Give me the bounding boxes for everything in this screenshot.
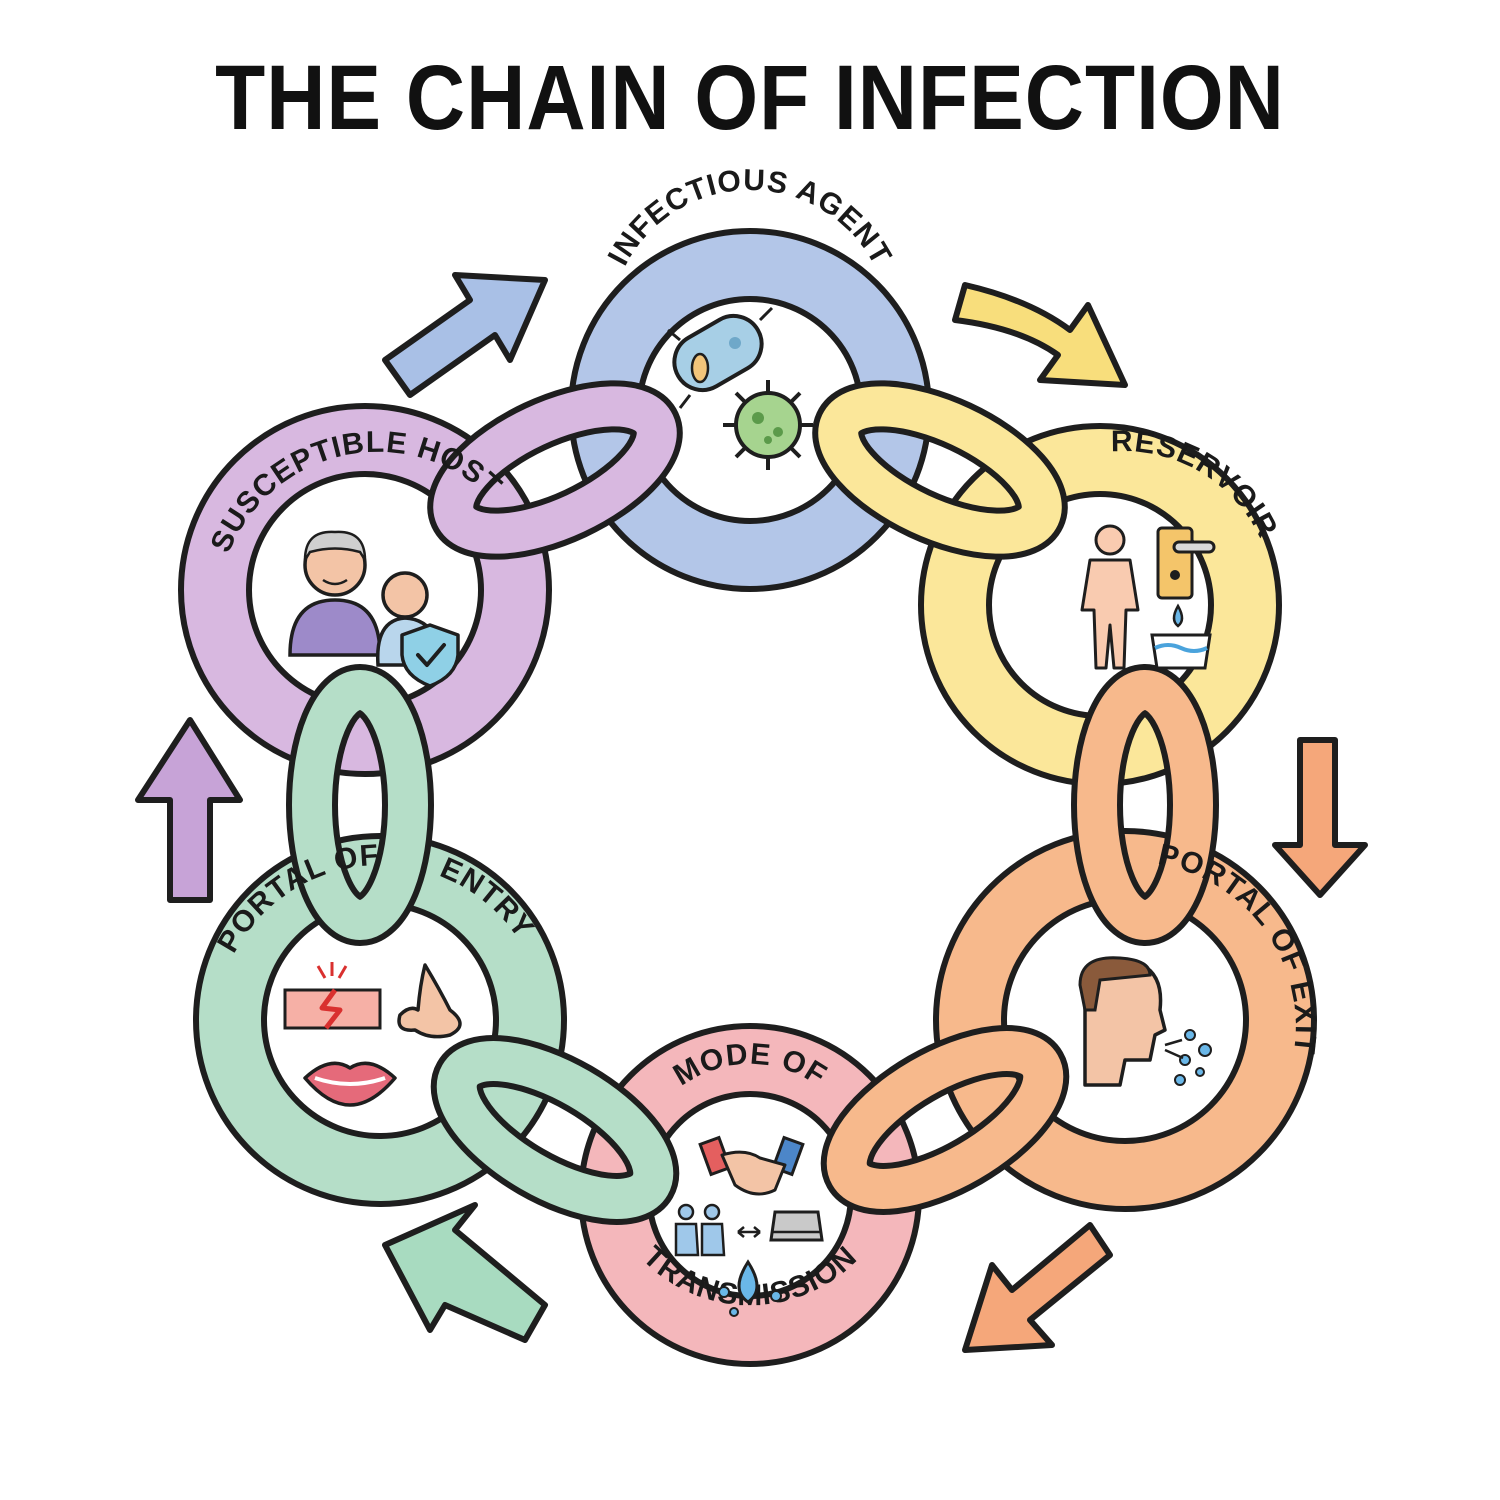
arrow-agent-to-reservoir bbox=[952, 282, 1128, 388]
page-title: THE CHAIN OF INFECTION bbox=[215, 47, 1285, 150]
nose-icon bbox=[397, 963, 462, 1039]
connector-reservoir-exit bbox=[1071, 664, 1219, 946]
shield-check-icon bbox=[400, 623, 460, 688]
broken-skin-icon bbox=[283, 962, 382, 1030]
lips-icon bbox=[303, 1061, 397, 1107]
connector-exit-transmission bbox=[820, 1025, 1070, 1215]
people-contact-icon bbox=[674, 1203, 761, 1257]
door-handle-icon bbox=[1156, 526, 1216, 600]
water-basin-icon bbox=[1150, 603, 1212, 670]
person-icon bbox=[1080, 524, 1140, 670]
bacteria-icon bbox=[667, 306, 774, 409]
arrow-exit-to-transmission bbox=[962, 1222, 1113, 1353]
connector-entry-host bbox=[286, 664, 434, 946]
arrow-reservoir-to-exit bbox=[1272, 737, 1368, 898]
sneezing-person-icon bbox=[1078, 956, 1212, 1087]
connector-transmission-entry bbox=[430, 1035, 680, 1225]
virus-icon bbox=[723, 380, 813, 470]
connector-agent-reservoir bbox=[812, 380, 1068, 560]
device-icon bbox=[769, 1210, 824, 1242]
arrow-transmission-to-entry bbox=[382, 1202, 548, 1343]
water-drop-icon bbox=[718, 1259, 782, 1317]
elderly-person-icon bbox=[288, 530, 382, 657]
handshake-icon bbox=[698, 1135, 805, 1196]
ring-susceptible-host bbox=[178, 403, 552, 777]
arrow-host-to-agent bbox=[382, 272, 548, 398]
connector-host-agent bbox=[427, 380, 683, 560]
arrow-entry-to-host bbox=[135, 717, 243, 903]
